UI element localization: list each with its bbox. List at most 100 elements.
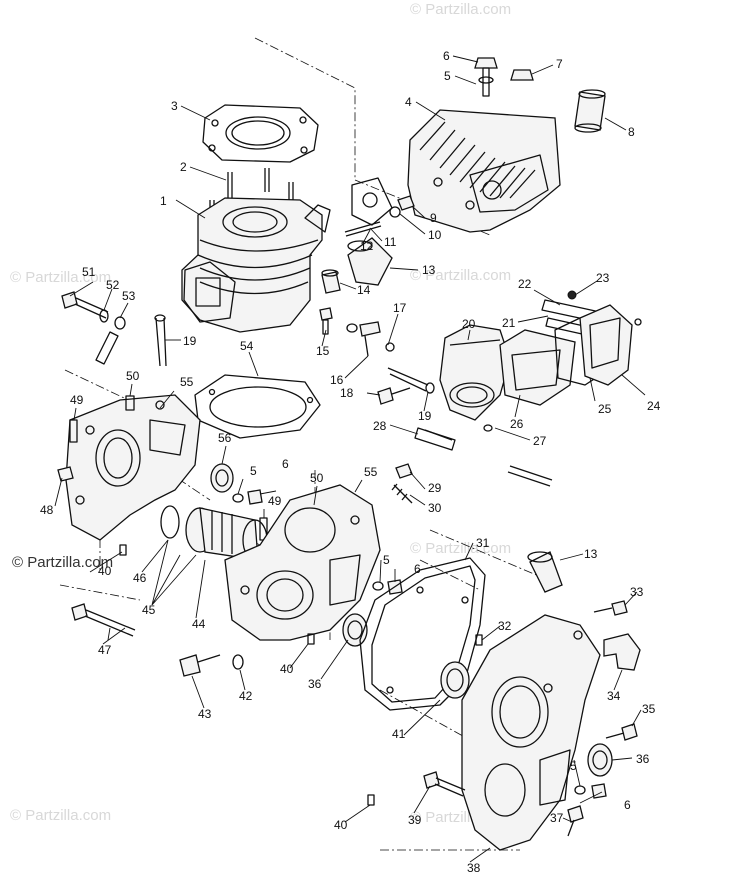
watermark-top: © Partzilla.com xyxy=(410,1,511,18)
callout-42: 42 xyxy=(239,689,253,703)
hose-clamp-19 xyxy=(154,314,167,367)
elbow-34 xyxy=(603,633,641,671)
callout-2: 2 xyxy=(180,160,187,174)
crankcase-left xyxy=(65,394,201,541)
callout-28: 28 xyxy=(373,419,387,433)
callout-11: 11 xyxy=(384,235,397,249)
intake-boot-upper xyxy=(347,237,393,286)
callout-40-bottom: 40 xyxy=(334,818,348,832)
callout-12: 12 xyxy=(360,239,374,253)
callout-55-left: 55 xyxy=(180,375,194,389)
callout-5-top: 5 xyxy=(444,69,451,83)
callout-18: 18 xyxy=(340,386,354,400)
callout-16: 16 xyxy=(330,373,344,387)
callout-7: 7 xyxy=(556,57,563,71)
callout-5-bottom: 5 xyxy=(570,759,577,773)
crankcase-right xyxy=(224,484,381,641)
dowel-53 xyxy=(95,316,126,365)
callout-6-right: 6 xyxy=(414,562,421,576)
callout-14: 14 xyxy=(357,283,371,297)
callout-13-upper: 13 xyxy=(422,263,436,277)
callout-38: 38 xyxy=(467,861,481,875)
callout-6-top: 6 xyxy=(443,49,450,63)
callout-6-bottom: 6 xyxy=(624,798,631,812)
leader-lines xyxy=(54,55,646,863)
callout-29: 29 xyxy=(428,481,442,495)
callout-25: 25 xyxy=(598,402,612,416)
callout-19-right: 19 xyxy=(418,409,432,423)
callout-19-left: 19 xyxy=(183,334,197,348)
dowel-40-left xyxy=(119,544,127,556)
bolt-35 xyxy=(605,723,638,741)
bolt-48 xyxy=(57,466,74,482)
callout-5-right: 5 xyxy=(383,553,390,567)
callout-36-right: 36 xyxy=(636,752,650,766)
callout-43: 43 xyxy=(198,707,212,721)
bolt-15 xyxy=(319,307,333,335)
drain-plug-29 xyxy=(395,463,413,479)
head-outlet-fitting xyxy=(574,89,606,133)
washer-nut-mid xyxy=(232,489,263,505)
callout-50-left: 50 xyxy=(126,369,140,383)
callout-numbers: 1 2 3 4 5 6 7 8 9 10 11 12 13 14 15 16 1… xyxy=(40,49,661,875)
fitting-43 xyxy=(179,654,221,677)
dowel-40-bottom xyxy=(367,794,375,806)
callout-45: 45 xyxy=(142,603,156,617)
callout-33: 33 xyxy=(630,585,644,599)
callout-49-right: 49 xyxy=(268,494,282,508)
callout-13-lower: 13 xyxy=(584,547,598,561)
callout-54: 54 xyxy=(240,339,254,353)
crank-seal-56 xyxy=(210,463,234,493)
spring-30 xyxy=(391,483,413,504)
seal-41 xyxy=(440,661,470,699)
callout-41: 41 xyxy=(392,727,406,741)
callout-40-left: 40 xyxy=(98,564,112,578)
callout-46: 46 xyxy=(133,571,147,585)
callout-53: 53 xyxy=(122,289,136,303)
temp-sensor xyxy=(346,321,395,357)
callout-32: 32 xyxy=(498,619,512,633)
callout-47: 47 xyxy=(98,643,112,657)
outlet-boot-lower xyxy=(527,551,563,593)
callout-51: 51 xyxy=(82,265,96,279)
case-bolt-51 xyxy=(61,291,109,319)
callout-1: 1 xyxy=(160,194,167,208)
intake-manifold xyxy=(439,324,511,421)
head-bolts-nuts xyxy=(474,57,534,97)
base-gasket xyxy=(194,374,321,439)
dowel-40-mid xyxy=(307,633,315,645)
cylinder xyxy=(181,197,331,333)
callout-49-left: 49 xyxy=(70,393,84,407)
watermark-bottom-left: © Partzilla.com xyxy=(10,807,111,824)
bolt-33 xyxy=(593,600,628,616)
reed-block xyxy=(499,329,576,406)
callout-37: 37 xyxy=(550,811,564,825)
bolt-18 xyxy=(377,387,411,405)
callout-35: 35 xyxy=(642,702,656,716)
callout-6-mid: 6 xyxy=(282,457,289,471)
callout-22: 22 xyxy=(518,277,532,291)
callout-21: 21 xyxy=(502,316,516,330)
callout-44: 44 xyxy=(192,617,206,631)
callout-48: 48 xyxy=(40,503,54,517)
callout-31: 31 xyxy=(476,536,490,550)
callout-8: 8 xyxy=(628,125,635,139)
callout-9: 9 xyxy=(430,211,437,225)
bolt-39 xyxy=(423,771,466,797)
callout-56: 56 xyxy=(218,431,232,445)
callout-40-mid: 40 xyxy=(280,662,294,676)
callout-34: 34 xyxy=(607,689,621,703)
callout-26: 26 xyxy=(510,417,524,431)
watermark-left: © Partzilla.com xyxy=(10,269,111,286)
callout-15: 15 xyxy=(316,344,330,358)
side-cover xyxy=(461,614,601,851)
watermark-right: © Partzilla.com xyxy=(410,540,511,557)
callout-4: 4 xyxy=(405,95,412,109)
callout-20: 20 xyxy=(462,317,476,331)
case-bolt-47 xyxy=(71,603,136,637)
washer-42 xyxy=(232,654,244,670)
dowel-27 xyxy=(483,424,553,487)
cylinder-fitting xyxy=(321,269,341,294)
callout-17: 17 xyxy=(393,301,407,315)
